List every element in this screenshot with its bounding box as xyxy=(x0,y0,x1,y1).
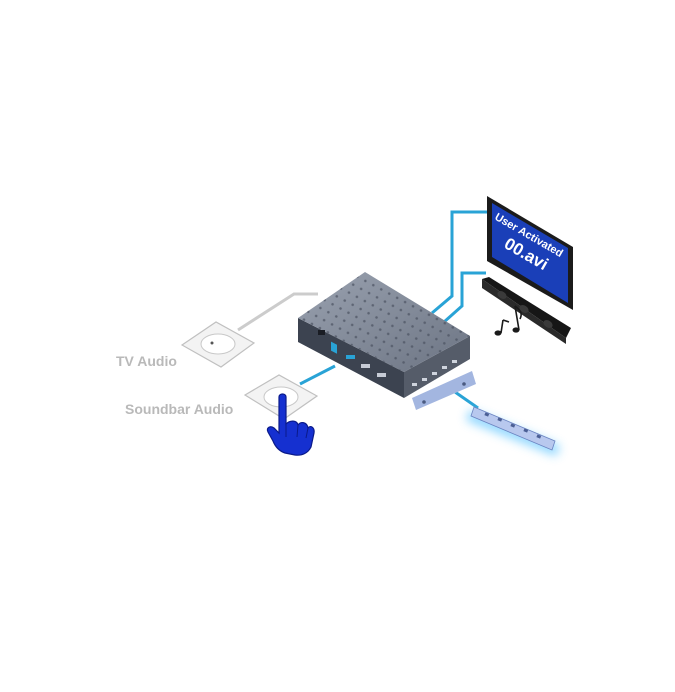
monitor-cable xyxy=(431,210,490,315)
soundbar-cable xyxy=(443,271,486,324)
pointing-hand-icon xyxy=(266,393,315,456)
tv-audio-label: TV Audio xyxy=(116,353,177,369)
led-strip-cable xyxy=(454,390,479,410)
monitor: User Activated 00.avi xyxy=(487,196,573,310)
soundbar xyxy=(482,277,571,344)
tv-audio-cable xyxy=(237,292,318,332)
soundbar-audio-label: Soundbar Audio xyxy=(125,401,234,417)
led-strip xyxy=(466,406,560,456)
monitor-screen xyxy=(492,203,568,303)
tv-audio-button[interactable] xyxy=(180,321,256,368)
soundbar-audio-cable xyxy=(299,364,336,386)
music-notes-icon xyxy=(494,305,522,336)
media-player xyxy=(298,272,476,410)
mounting-bracket xyxy=(412,371,476,410)
